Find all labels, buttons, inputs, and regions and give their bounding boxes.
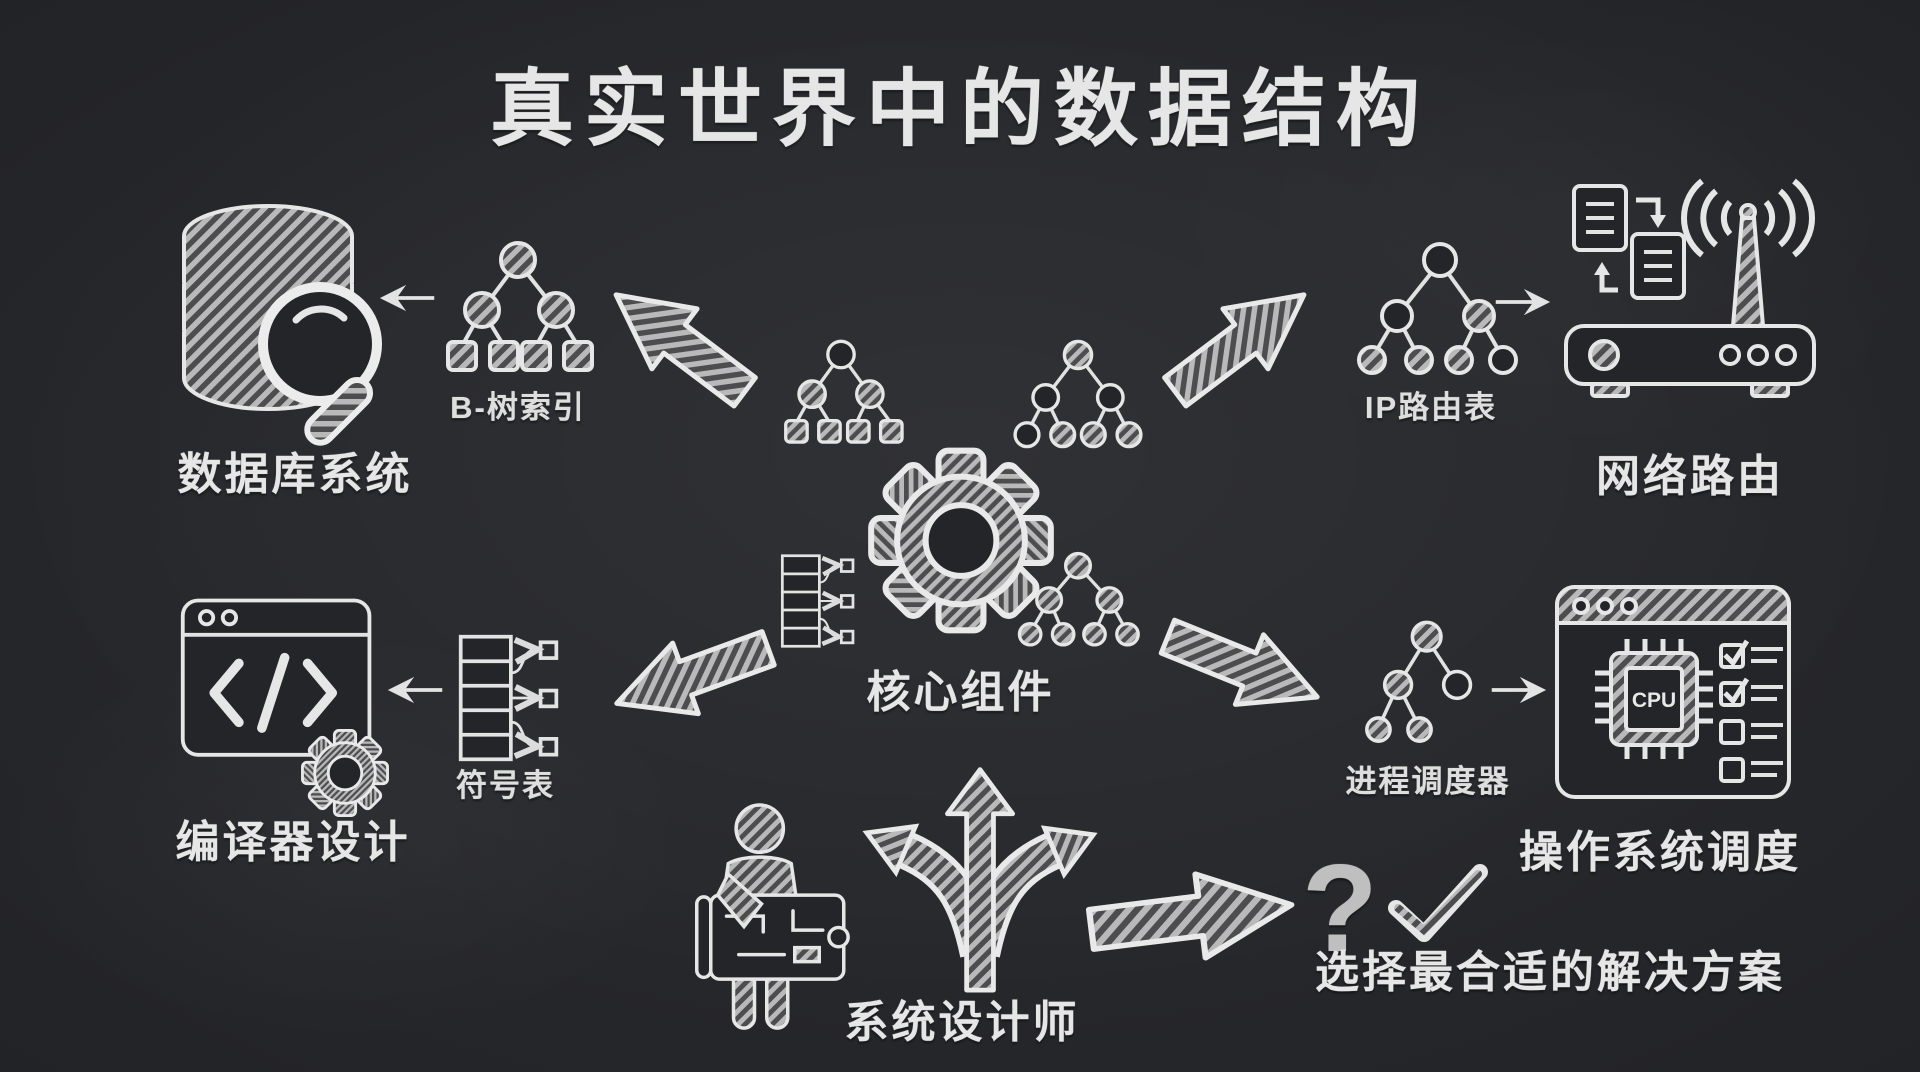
document-exchange-icon xyxy=(1572,184,1686,300)
arrow-center-to-os-icon xyxy=(1143,567,1343,767)
network-routing-label: 网络路由 xyxy=(1596,452,1784,501)
compiler-gear-icon xyxy=(301,729,389,817)
arrow-tree-to-os-icon xyxy=(1489,674,1548,706)
arrow-symtable-to-editor-icon xyxy=(386,674,445,706)
router-box-icon xyxy=(1564,324,1816,398)
btree-index-label: B-树索引 xyxy=(450,390,586,425)
cpu-chip-icon: CPU xyxy=(1595,639,1713,759)
system-designer-label: 系统设计师 xyxy=(844,998,1080,1047)
arrow-center-to-database-icon xyxy=(580,243,780,443)
wifi-antenna-icon xyxy=(1681,178,1815,328)
arrow-center-to-network-icon xyxy=(1140,243,1340,443)
page-title: 真实世界中的数据结构 xyxy=(489,62,1430,156)
scheduler-tree-icon xyxy=(1365,620,1473,743)
cpu-chip-text: CPU xyxy=(1632,689,1676,712)
process-scheduler-label: 进程调度器 xyxy=(1345,764,1511,799)
ip-routing-tree-icon xyxy=(1357,242,1518,375)
btree-diagram-icon xyxy=(446,241,594,372)
center-tree-right-icon xyxy=(1013,339,1143,449)
question-mark-icon: ? xyxy=(1302,840,1378,978)
center-tree-left-icon xyxy=(784,339,904,444)
blueprint-icon xyxy=(695,871,850,981)
symbol-table-label: 符号表 xyxy=(456,768,555,803)
system-designer-icon xyxy=(695,803,850,1030)
arrow-tree-to-database-icon xyxy=(378,282,437,314)
database-search-icon xyxy=(182,204,382,446)
branching-arrows-icon xyxy=(862,767,1098,993)
os-window-icon: CPU xyxy=(1555,585,1791,799)
database-system-label: 数据库系统 xyxy=(177,450,413,499)
solution-label: 选择最合适的解决方案 xyxy=(1315,948,1785,997)
ip-routing-table-label: IP路由表 xyxy=(1364,390,1498,425)
arrow-tree-to-router-icon xyxy=(1493,286,1552,318)
code-editor-icon xyxy=(180,598,372,757)
arrow-designer-to-solution-icon xyxy=(1082,822,1302,1012)
center-tree-bottom-icon xyxy=(1017,551,1140,647)
arrow-center-to-compiler-icon xyxy=(592,576,792,776)
magnifier-icon xyxy=(258,282,382,446)
code-brackets-icon xyxy=(209,652,338,733)
hash-table-icon xyxy=(768,553,868,649)
check-mark-icon xyxy=(1388,864,1488,942)
os-scheduling-label: 操作系统调度 xyxy=(1519,828,1801,877)
core-components-label: 核心组件 xyxy=(866,668,1055,717)
checklist-icon xyxy=(1719,639,1783,783)
symbol-table-icon xyxy=(452,633,566,763)
router-icon xyxy=(1564,178,1816,398)
compiler-design-label: 编译器设计 xyxy=(175,818,411,867)
